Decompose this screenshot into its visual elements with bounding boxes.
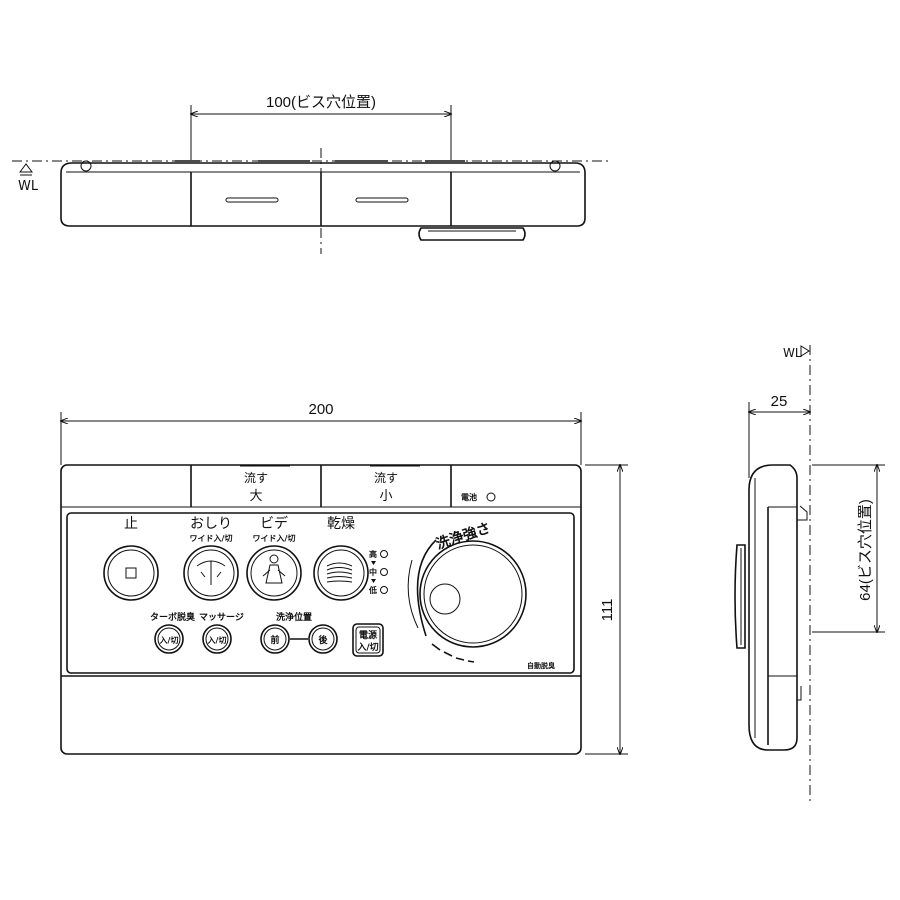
turbo-button[interactable]: 入/切	[154, 624, 184, 654]
dry-level-low: 低	[368, 585, 377, 595]
dry-level-high: 高	[369, 549, 377, 559]
stop-square-icon	[125, 567, 137, 579]
wl-marker-side: WL	[783, 346, 802, 360]
strength-dial[interactable]	[419, 540, 527, 648]
dimension-height: 111	[599, 599, 616, 622]
side-bracket-top	[797, 505, 808, 521]
position-front-label: 前	[270, 634, 279, 646]
side-body-outline	[748, 464, 798, 751]
dial-edge-top	[418, 227, 526, 241]
oshiri-label: おしり	[190, 516, 232, 532]
wl-marker-top: WL	[18, 179, 39, 194]
wl-triangle-icon	[19, 163, 33, 173]
flush-small-button[interactable]: 流す 小	[374, 471, 398, 504]
strength-arc-inner	[407, 559, 419, 629]
dry-level-indicators: 高 中 低	[368, 549, 388, 595]
flush-small-label: 流す	[374, 471, 398, 485]
strength-arc	[416, 539, 437, 637]
dial-side-profile	[734, 544, 746, 649]
oshiri-button[interactable]	[183, 545, 239, 601]
turbo-on-off: 入/切	[159, 635, 179, 645]
dimension-screw-spacing: 100(ビス穴位置)	[266, 94, 376, 111]
oshiri-sub-label: ワイド入/切	[190, 533, 233, 543]
power-label: 電源	[359, 629, 377, 641]
bidet-person-icon	[269, 554, 279, 564]
dimension-depth: 25	[771, 393, 788, 410]
position-label: 洗浄位置	[276, 611, 312, 623]
dry-label: 乾燥	[327, 516, 355, 532]
top-view: 100(ビス穴位置) WL	[12, 94, 610, 254]
bidet-label: ビデ	[260, 515, 288, 532]
position-front-button[interactable]: 前	[260, 624, 290, 654]
massage-on-off: 入/切	[207, 635, 227, 645]
wl-side-triangle-icon	[800, 345, 810, 357]
slot-small	[355, 197, 409, 203]
battery-label: 電池	[461, 492, 477, 502]
massage-button[interactable]: 入/切	[202, 624, 232, 654]
control-panel-outline	[66, 512, 575, 674]
oshiri-spray-icon	[196, 560, 226, 585]
slot-large	[225, 197, 279, 203]
massage-label: マッサージ	[199, 612, 244, 623]
stop-label: 止	[124, 516, 138, 532]
flush-large-label: 流す	[244, 471, 268, 485]
bidet-sub-label: ワイド入/切	[253, 533, 296, 543]
battery-indicator-icon	[486, 492, 496, 502]
flush-large-button[interactable]: 流す 大	[244, 471, 268, 504]
bidet-button[interactable]	[246, 545, 302, 601]
front-view: 200 111 流す 大 流す 小 電池 止	[61, 401, 628, 754]
flush-small-size: 小	[379, 489, 392, 504]
power-button[interactable]: 電源 入/切	[352, 623, 384, 657]
side-bracket-bottom	[797, 686, 802, 701]
power-on-off: 入/切	[356, 642, 378, 653]
stop-button[interactable]	[103, 545, 159, 601]
front-body-outline	[60, 464, 582, 755]
turbo-label: ターボ脱臭	[150, 611, 196, 623]
screw-boss-right	[549, 160, 561, 172]
dry-level-mid: 中	[369, 567, 377, 577]
top-body-outline	[60, 162, 586, 227]
flush-large-size: 大	[249, 489, 262, 504]
side-view: WL 25 64(ビス穴位置)	[734, 345, 885, 805]
dial-grip-icon	[429, 583, 461, 615]
auto-deodorize-label: 自動脱臭	[527, 661, 555, 670]
dry-air-icon	[326, 562, 353, 583]
screw-boss-left	[80, 160, 92, 172]
strength-label: 洗浄強さ	[434, 519, 493, 552]
dimension-screw-vertical: 64(ビス穴位置)	[857, 499, 874, 601]
position-back-button[interactable]: 後	[308, 624, 338, 654]
dry-button[interactable]	[313, 545, 369, 601]
position-back-label: 後	[318, 634, 328, 646]
strength-scale-marks	[431, 643, 475, 663]
dimension-width: 200	[308, 401, 333, 418]
